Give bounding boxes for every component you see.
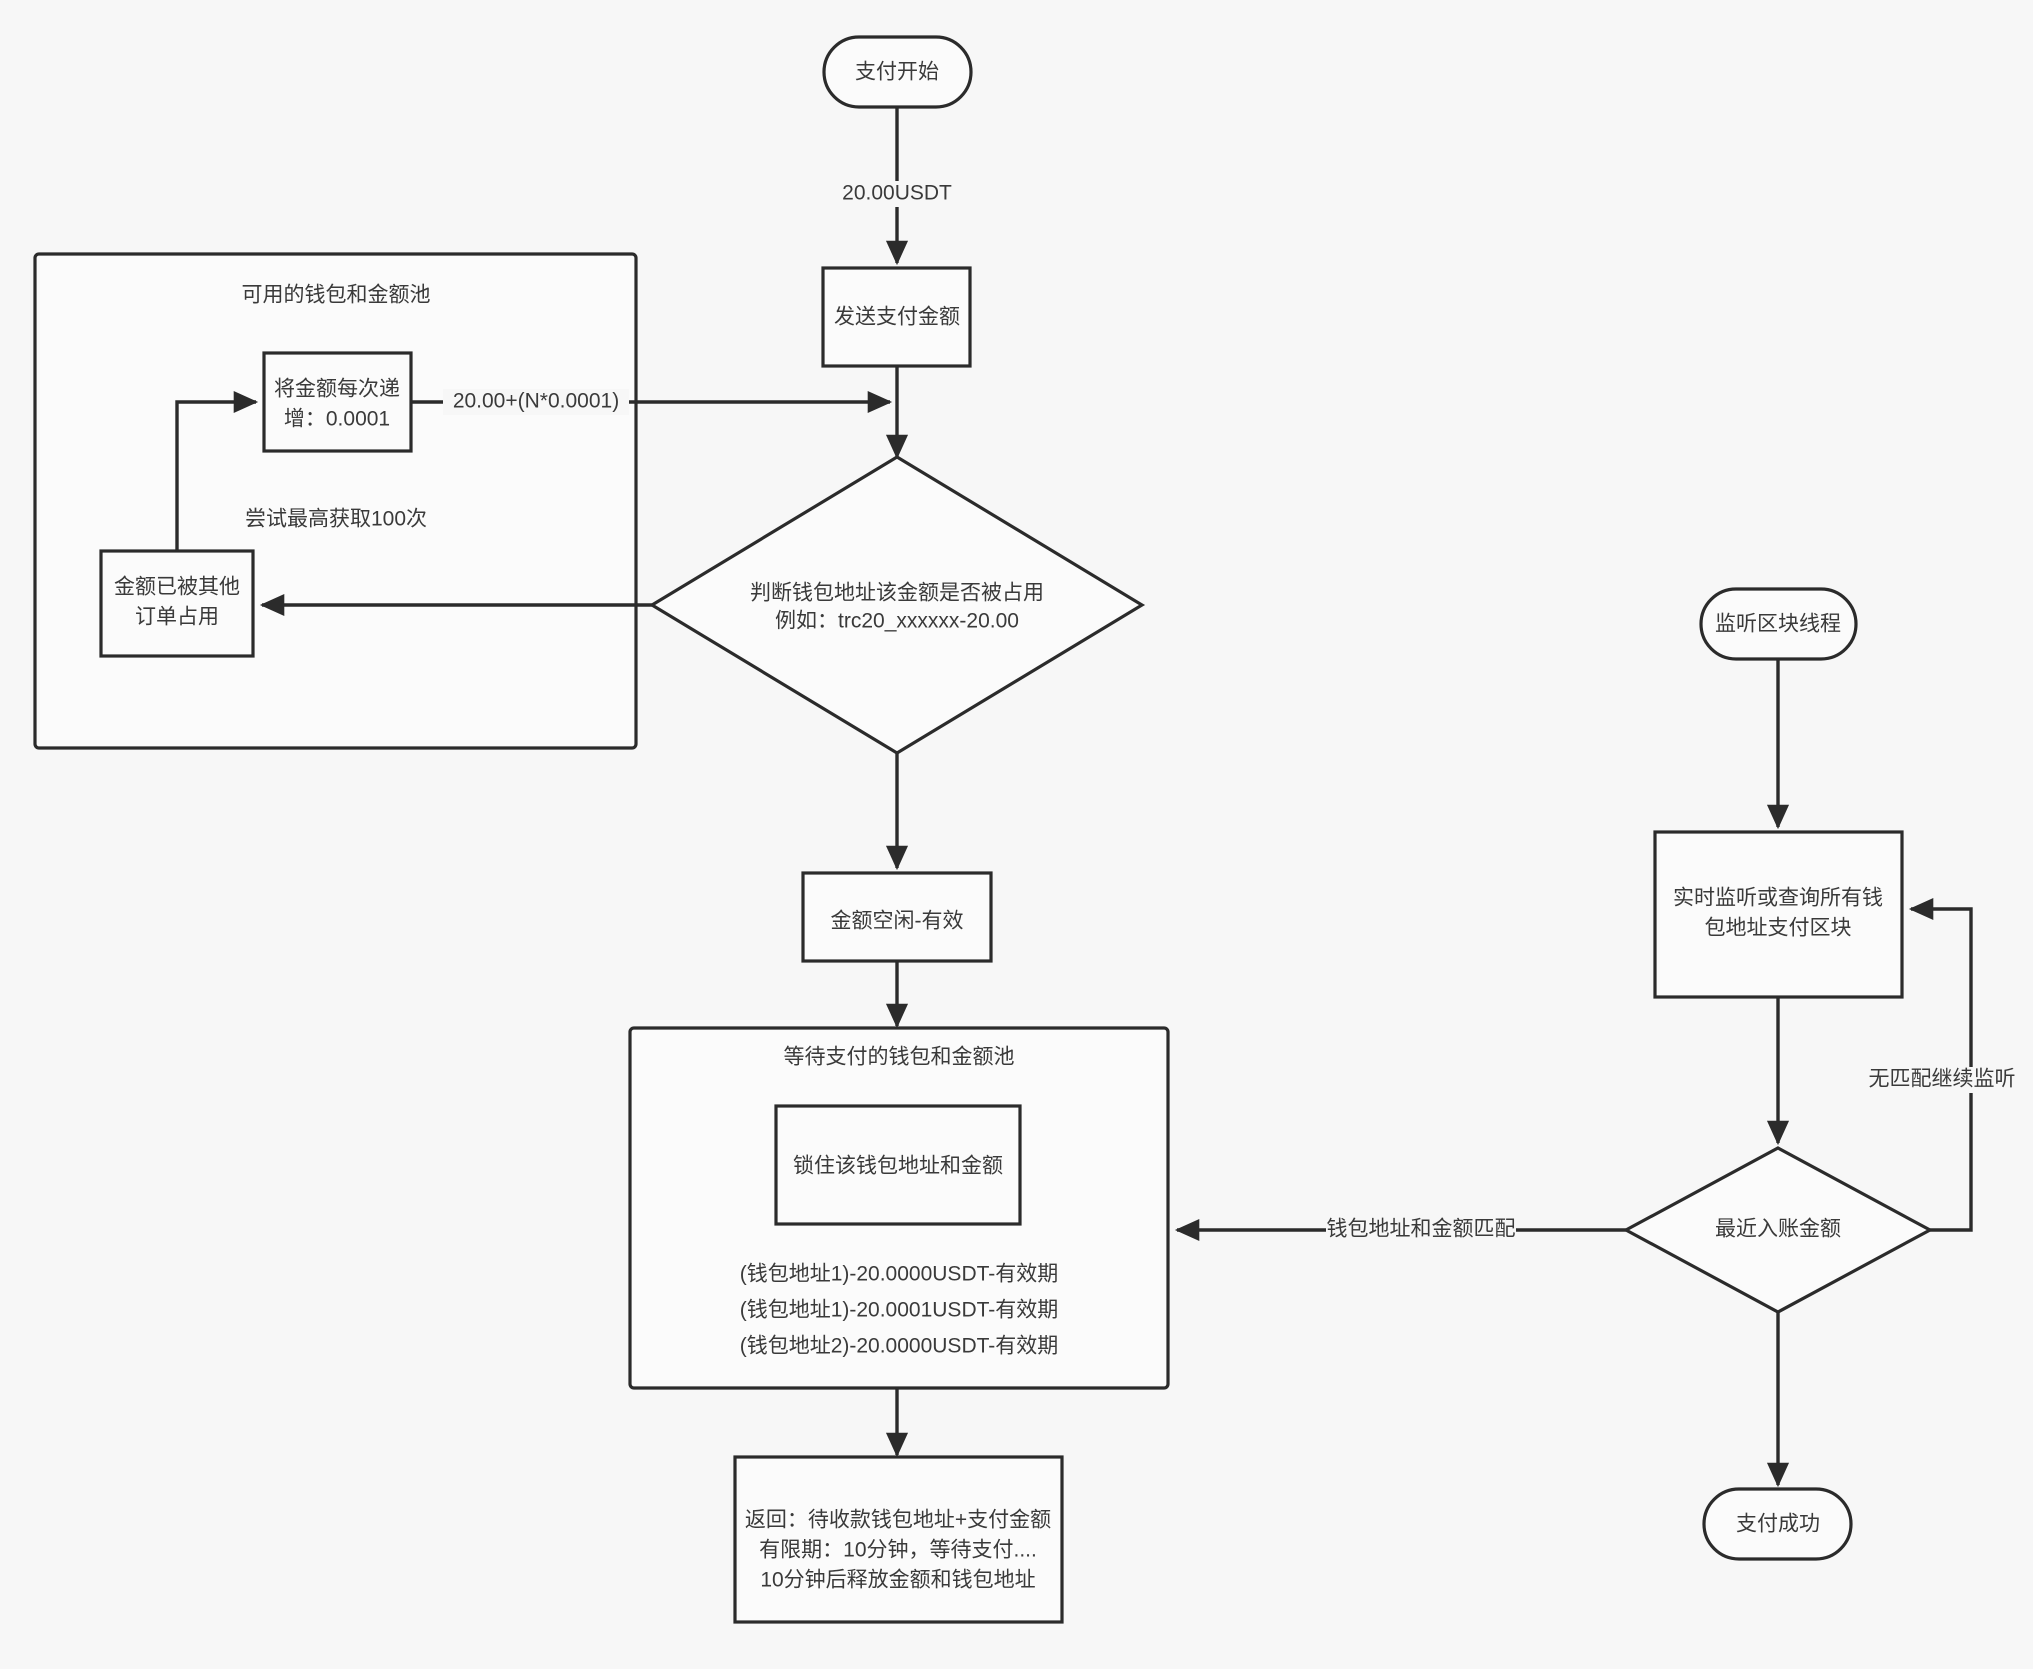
edge-label-start-to-send: 20.00USDT [840, 181, 955, 207]
node-return-result[interactable]: 返回：待收款钱包地址+支付金额 有限期：10分钟，等待支付.... 10分钟后释… [733, 1455, 1064, 1624]
return-result-label-line2: 有限期：10分钟，等待支付.... [759, 1539, 1037, 1562]
payment-success-shape[interactable] [1702, 1487, 1853, 1561]
payment-success-label: 支付成功 [1736, 1513, 1820, 1536]
increment-to-check-label: 20.00+(N*0.0001) [453, 390, 619, 413]
increment-amount-label-line1: 将金额每次递 [274, 378, 400, 401]
lock-wallet-label: 锁住该钱包地址和金额 [793, 1155, 1003, 1178]
node-lock-wallet[interactable]: 锁住该钱包地址和金额 [774, 1104, 1022, 1226]
node-increment-amount[interactable]: 将金额每次递 增：0.0001 [262, 351, 413, 453]
node-recent-deposit[interactable]: 最近入账金额 [1622, 1146, 1934, 1314]
group-available-pool: 可用的钱包和金额池 尝试最高获取100次 [33, 252, 638, 750]
node-amount-free[interactable]: 金额空闲-有效 [801, 871, 993, 963]
return-result-label-line3: 10分钟后释放金额和钱包地址 [760, 1569, 1035, 1592]
group-waiting-pool: 等待支付的钱包和金额池 锁住该钱包地址和金额 (钱包地址1)-20.0000US… [628, 1026, 1170, 1390]
check-occupied-label-line2: 例如：trc20_xxxxxx-20.00 [775, 610, 1019, 633]
listen-thread-label: 监听区块线程 [1715, 613, 1841, 636]
waiting-pool-item-0: (钱包地址1)-20.0000USDT-有效期 [740, 1263, 1059, 1286]
lock-wallet-box[interactable] [774, 1104, 1022, 1226]
waiting-pool-title: 等待支付的钱包和金额池 [784, 1046, 1015, 1069]
node-payment-success[interactable]: 支付成功 [1702, 1487, 1853, 1561]
edge-taken-to-increment [175, 390, 259, 551]
return-result-label-line1: 返回：待收款钱包地址+支付金额 [745, 1509, 1051, 1532]
node-payment-start[interactable]: 支付开始 [822, 35, 973, 109]
available-pool-note: 尝试最高获取100次 [245, 508, 427, 531]
send-amount-label: 发送支付金额 [834, 306, 960, 329]
increment-amount-box[interactable] [262, 351, 413, 453]
deposit-to-waiting-label: 钱包地址和金额匹配 [1327, 1218, 1516, 1241]
node-check-occupied[interactable]: 判断钱包地址该金额是否被占用 例如：trc20_xxxxxx-20.00 [648, 455, 1146, 755]
node-listen-thread[interactable]: 监听区块线程 [1699, 587, 1858, 661]
available-pool-frame [33, 252, 638, 750]
deposit-no-match-label: 无匹配继续监听 [1869, 1068, 2016, 1091]
edge-label-increment-to-check: 20.00+(N*0.0001) [443, 389, 629, 415]
amount-taken-label-line1: 金额已被其他 [114, 576, 240, 599]
node-amount-taken[interactable]: 金额已被其他 订单占用 [99, 549, 255, 658]
check-occupied-label-line1: 判断钱包地址该金额是否被占用 [750, 582, 1044, 605]
amount-free-label: 金额空闲-有效 [831, 910, 964, 933]
increment-amount-label-line2: 增：0.0001 [284, 408, 390, 431]
payment-start-label: 支付开始 [855, 61, 939, 84]
edge-label-deposit-to-waiting: 钱包地址和金额匹配 [1326, 1217, 1516, 1243]
waiting-pool-item-2: (钱包地址2)-20.0000USDT-有效期 [740, 1335, 1059, 1358]
available-pool-title: 可用的钱包和金额池 [242, 284, 431, 307]
realtime-listen-box[interactable] [1653, 830, 1904, 999]
return-result-box[interactable] [733, 1455, 1064, 1624]
amount-taken-box[interactable] [99, 549, 255, 658]
edge-label-deposit-no-match: 无匹配继续监听 [1869, 1067, 2016, 1093]
start-to-send-label: 20.00USDT [842, 182, 952, 205]
amount-free-box[interactable] [801, 871, 993, 963]
realtime-listen-label-line2: 包地址支付区块 [1705, 917, 1852, 940]
node-send-amount[interactable]: 发送支付金额 [821, 266, 972, 368]
recent-deposit-label: 最近入账金额 [1715, 1218, 1841, 1241]
check-occupied-diamond[interactable] [648, 455, 1146, 755]
realtime-listen-label-line1: 实时监听或查询所有钱 [1673, 887, 1883, 910]
waiting-pool-item-1: (钱包地址1)-20.0001USDT-有效期 [740, 1299, 1059, 1322]
node-realtime-listen[interactable]: 实时监听或查询所有钱 包地址支付区块 [1653, 830, 1904, 999]
send-amount-box[interactable] [821, 266, 972, 368]
amount-taken-label-line2: 订单占用 [135, 606, 219, 629]
